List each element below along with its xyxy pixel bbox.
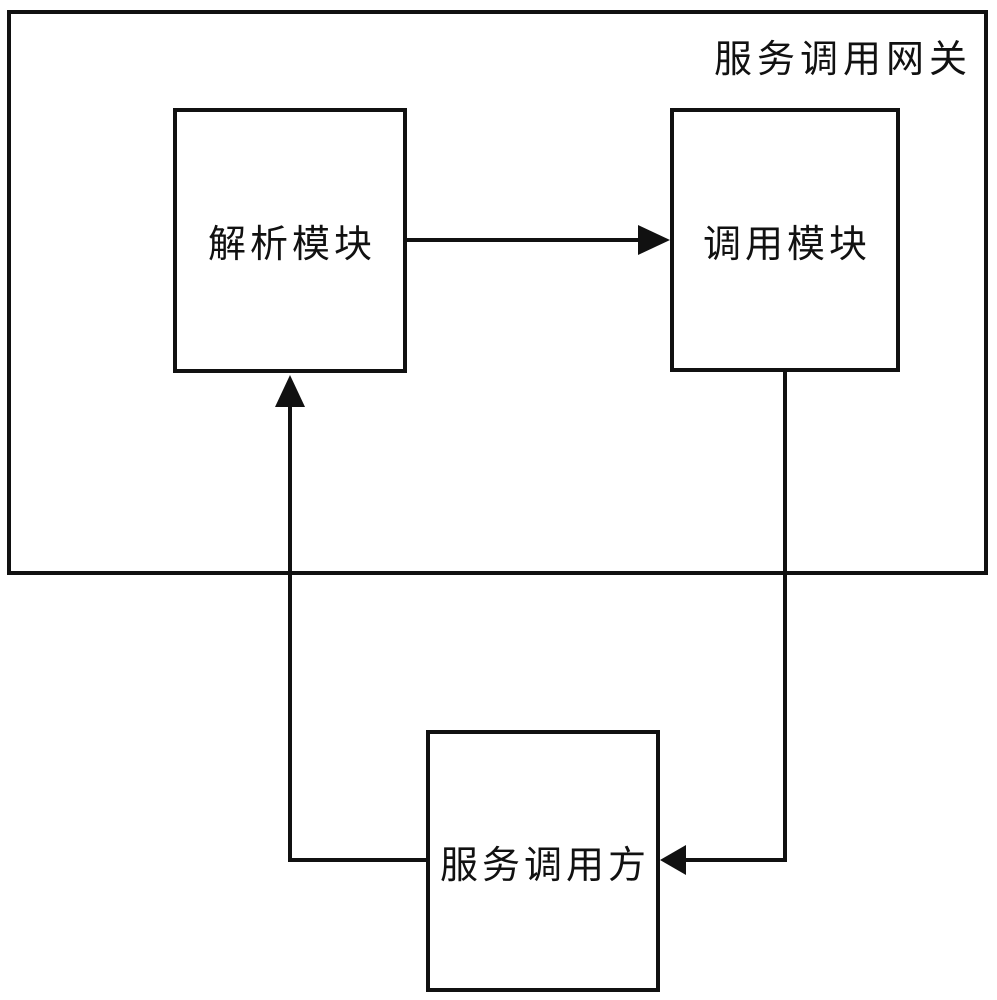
connector-invoke-to-caller-vertical-line (783, 372, 787, 862)
arrowhead-left-icon (660, 845, 686, 875)
gateway-container-box: 服务调用网关 (7, 10, 988, 575)
gateway-label: 服务调用网关 (713, 37, 972, 81)
node-invoke-module-label: 调用模块 (702, 221, 871, 266)
connector-invoke-to-caller-horizontal-line (684, 858, 787, 862)
connector-caller-to-parse-horizontal-line (288, 858, 428, 862)
node-parse-module-label: 解析模块 (207, 222, 376, 266)
node-service-caller: 服务调用方 (426, 730, 660, 992)
node-invoke-module: 调用模块 (670, 108, 900, 372)
connector-caller-to-parse-vertical-line (288, 400, 292, 862)
node-service-caller-label: 服务调用方 (439, 842, 650, 887)
arrowhead-up-icon (275, 375, 305, 407)
connector-parse-to-invoke-line (407, 238, 640, 242)
node-parse-module: 解析模块 (173, 108, 407, 373)
arrowhead-right-icon (638, 225, 670, 255)
